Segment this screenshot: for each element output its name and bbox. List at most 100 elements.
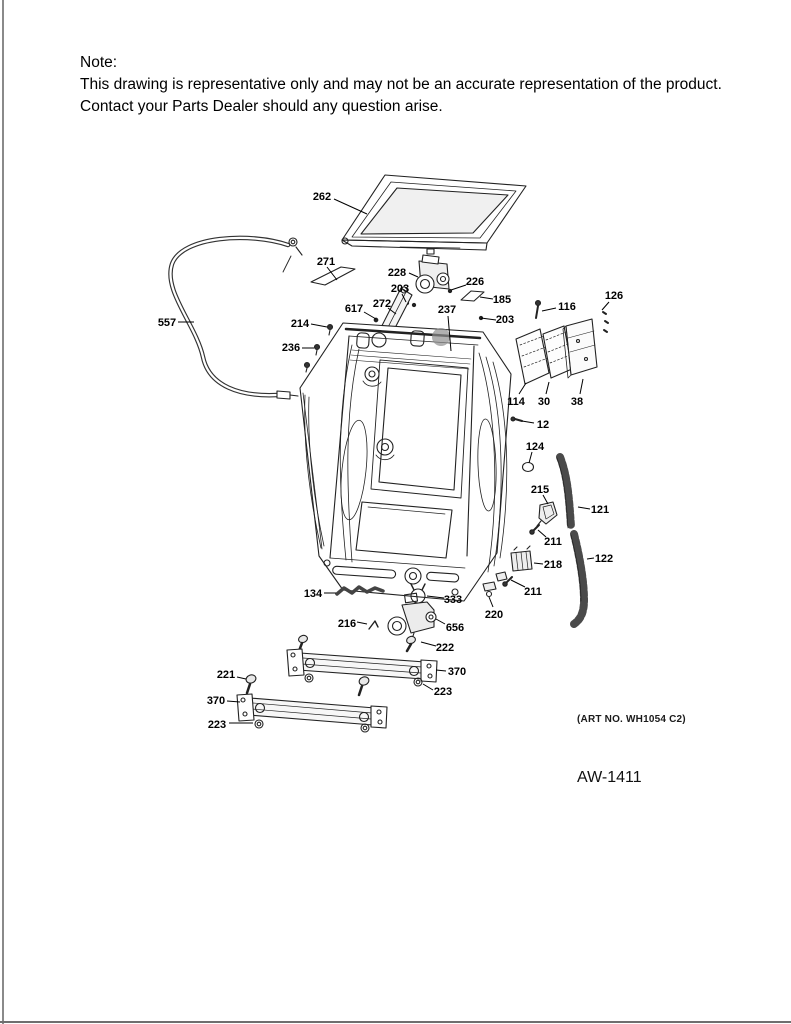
callout-223: 223 — [434, 686, 452, 698]
leader-line-211 — [537, 529, 547, 538]
leader-line-370 — [226, 700, 241, 703]
cabinet-body — [299, 322, 512, 602]
callout-223: 223 — [208, 719, 226, 731]
callout-262: 262 — [313, 191, 331, 203]
leader-line-222 — [420, 641, 437, 647]
callout-124: 124 — [526, 441, 545, 453]
callout-30: 30 — [538, 396, 550, 408]
rail-nuts — [254, 673, 423, 733]
leader-line-211 — [510, 579, 526, 588]
o-ring-124 — [521, 461, 535, 473]
leader-line-124 — [528, 451, 533, 464]
leader-line-203 — [480, 317, 497, 321]
callout-12: 12 — [537, 419, 549, 431]
drawing-number: AW-1411 — [577, 769, 642, 786]
leader-line-272 — [387, 307, 397, 315]
screw-12 — [510, 416, 523, 422]
leader-line-237 — [447, 315, 452, 352]
callout-38: 38 — [571, 396, 583, 408]
callout-236: 236 — [282, 342, 300, 354]
callout-221: 221 — [217, 669, 235, 681]
callout-333: 333 — [444, 594, 462, 606]
base-rail-upper — [286, 648, 438, 683]
drain-pump — [387, 592, 437, 640]
leader-line-116 — [541, 307, 557, 312]
switch-218 — [502, 545, 533, 587]
note-title: Note: — [80, 54, 118, 71]
callout-228: 228 — [388, 267, 406, 279]
callout-121: 121 — [591, 504, 609, 516]
callout-370: 370 — [207, 695, 225, 707]
leader-line-185 — [479, 296, 494, 300]
leader-line-126 — [601, 301, 610, 311]
leader-line-221 — [236, 676, 247, 680]
leader-line-228 — [408, 272, 419, 278]
board-screw-116 — [534, 299, 542, 319]
callout-216: 216 — [338, 618, 356, 630]
callout-220: 220 — [485, 609, 503, 621]
note-line-1: This drawing is representative only and … — [80, 76, 722, 93]
callout-122: 122 — [595, 553, 613, 565]
callout-370: 370 — [448, 666, 466, 678]
callout-114: 114 — [507, 396, 526, 408]
page-edge-bottom — [0, 1021, 791, 1023]
callout-211: 211 — [524, 586, 542, 598]
leader-line-114 — [518, 382, 527, 395]
callout-271: 271 — [317, 256, 335, 268]
callout-222: 222 — [436, 642, 454, 654]
leader-line-223 — [422, 683, 434, 691]
leader-line-262 — [333, 198, 368, 215]
callout-211: 211 — [544, 536, 562, 548]
callout-185: 185 — [493, 294, 511, 306]
leader-line-12 — [521, 420, 535, 424]
leader-line-216 — [356, 621, 368, 625]
leader-line-215 — [542, 494, 549, 505]
leader-line-220 — [488, 596, 494, 608]
leader-line-122 — [586, 557, 595, 560]
leader-line-333 — [426, 595, 445, 599]
water-inlet-valve — [415, 248, 450, 294]
callout-203: 203 — [496, 314, 514, 326]
callout-272: 272 — [373, 298, 391, 310]
callout-215: 215 — [531, 484, 549, 496]
base-rail-lower — [236, 693, 388, 729]
leader-line-30 — [545, 381, 550, 395]
trim-strip-122 — [570, 530, 588, 628]
note-line-2: Contact your Parts Dealer should any que… — [80, 98, 443, 115]
callout-214: 214 — [291, 318, 310, 330]
parts-220 — [482, 571, 508, 598]
note-block: Note: This drawing is representative onl… — [80, 52, 722, 118]
control-boards — [515, 318, 598, 385]
callout-237: 237 — [438, 304, 456, 316]
label-plate-185 — [460, 290, 485, 302]
leader-line-617 — [363, 311, 377, 320]
leader-line-271 — [326, 266, 338, 281]
page-edge-left — [2, 0, 4, 1024]
label-plate-271 — [310, 266, 356, 286]
callout-126: 126 — [605, 290, 623, 302]
leader-line-226 — [450, 284, 467, 291]
drain-hose — [168, 235, 303, 400]
callout-617: 617 — [345, 303, 363, 315]
leader-line-218 — [533, 562, 544, 565]
callout-134: 134 — [304, 588, 323, 600]
leader-line-214 — [310, 323, 328, 328]
callout-656: 656 — [446, 622, 464, 634]
leader-line-203 — [401, 293, 407, 303]
callout-203: 203 — [391, 283, 409, 295]
callout-116: 116 — [558, 301, 576, 313]
callout-226: 226 — [466, 276, 484, 288]
leader-line-370 — [435, 669, 447, 672]
lid-panel — [341, 174, 527, 251]
clip-216 — [368, 620, 379, 630]
bracket-134 — [335, 585, 385, 596]
art-number: (ART NO. WH1054 C2) — [577, 714, 686, 725]
leader-line-38 — [579, 378, 584, 395]
bracket-215 — [529, 501, 558, 535]
hatch-patch-237 — [432, 328, 450, 346]
fastener-marks-126 — [602, 311, 609, 333]
trim-strip-121 — [556, 453, 575, 531]
